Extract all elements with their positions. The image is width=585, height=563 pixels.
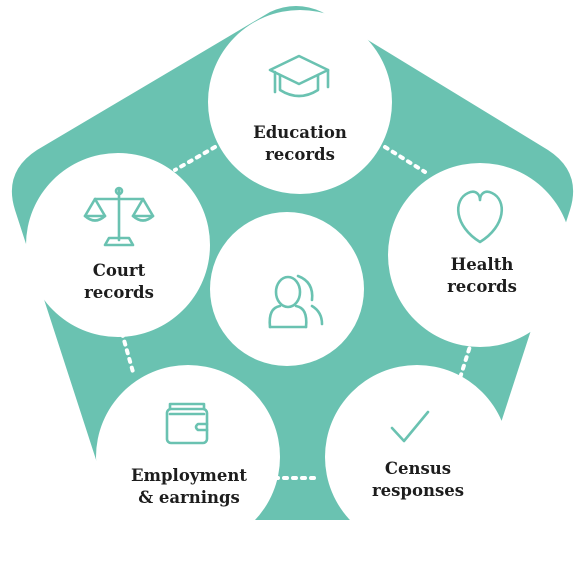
center-circle [210,212,364,366]
label-education-line2: records [265,145,335,164]
label-census: Census responses [328,458,508,502]
label-census-line2: responses [371,481,465,500]
connector-court-employment [120,331,135,374]
label-health: Health records [392,254,572,298]
node-circle-employment [96,365,280,549]
label-employment-line2: & earnings [138,488,240,507]
person-icon [268,274,324,329]
node-circle-census [325,365,509,549]
label-education-line1: Education [253,123,347,142]
connector-education-court [173,145,217,172]
connector-education-health [383,145,427,174]
connector-health-census [458,338,474,380]
label-court-line2: records [84,283,154,302]
scales-of-justice-icon [83,186,155,247]
label-health-line1: Health [450,255,514,274]
checkmark-icon [390,410,430,443]
graduation-cap-icon [268,54,330,98]
label-employment-line1: Employment [130,466,247,485]
wallet-icon [165,402,209,445]
node-circle-education [208,10,392,194]
label-health-line2: records [447,277,517,296]
node-circle-health [388,163,572,347]
label-census-line1: Census [384,459,452,478]
label-court: Court records [29,260,209,304]
dotted-connectors [120,145,474,480]
heart-icon [456,190,504,244]
label-court-line1: Court [92,261,146,280]
label-education: Education records [210,122,390,166]
label-employment: Employment & earnings [99,465,279,509]
